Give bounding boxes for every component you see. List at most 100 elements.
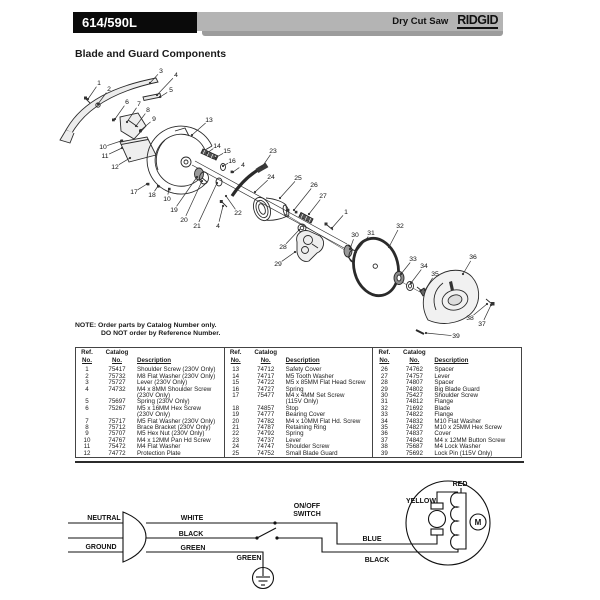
wire-label: WHITE xyxy=(181,515,204,522)
saw-blade xyxy=(352,236,400,298)
page-title: Blade and Guard Components xyxy=(75,48,227,60)
motor-letter: M xyxy=(475,518,482,527)
big-blade-guard-inner xyxy=(154,133,206,187)
motor-m-badge xyxy=(469,513,487,531)
order-note-line1: NOTE: Order parts by Catalog Number only… xyxy=(75,322,217,329)
callout-number: 20 xyxy=(180,217,188,224)
callout-number: 12 xyxy=(111,164,119,171)
diagram-part-shapes xyxy=(59,77,495,335)
callout-number: 22 xyxy=(234,210,242,217)
callout-number: 38 xyxy=(466,315,474,322)
big-blade-guard-outer xyxy=(146,125,213,195)
callout-number: 4 xyxy=(216,223,220,230)
callout-number: 10 xyxy=(163,196,171,203)
callout-number: 34 xyxy=(420,263,428,270)
wire-label: BLACK xyxy=(179,531,204,538)
plug xyxy=(122,511,147,563)
model-number-banner: 614/590L xyxy=(73,12,197,33)
callout-number: 32 xyxy=(396,223,404,230)
callout-number: 9 xyxy=(152,116,156,123)
motor-coil xyxy=(450,492,460,550)
callout-number: 13 xyxy=(205,117,213,124)
handle-lever xyxy=(65,77,159,134)
callout-number: 36 xyxy=(469,254,477,261)
wire-label: SWITCH xyxy=(293,511,321,518)
callout-number: 30 xyxy=(351,232,359,239)
link-bar xyxy=(142,92,162,102)
callout-number: 26 xyxy=(310,182,318,189)
callout-number: 29 xyxy=(274,261,282,268)
callout-number: 27 xyxy=(319,193,327,200)
model-number: 614/590L xyxy=(82,15,137,30)
callout-number: 11 xyxy=(101,153,108,160)
section-divider xyxy=(75,461,524,463)
callout-number: 2 xyxy=(107,86,111,93)
wire-label: BLACK xyxy=(365,557,390,564)
header-bar: Dry Cut Saw RIDGID xyxy=(197,12,503,31)
wire-label: ON/OFF xyxy=(294,503,321,510)
callout-number: 19 xyxy=(170,207,178,214)
wire-label: RED xyxy=(453,481,468,488)
callout-number: 24 xyxy=(267,174,275,181)
callout-number: 33 xyxy=(409,256,417,263)
order-note: NOTE: Order parts by Catalog Number only… xyxy=(75,322,220,338)
callout-number: 37 xyxy=(478,321,486,328)
callout-number: 35 xyxy=(431,271,439,278)
brush-bottom xyxy=(430,528,444,536)
callout-number: 1 xyxy=(97,80,101,87)
callout-number: 6 xyxy=(125,99,129,106)
callout-number: 25 xyxy=(294,175,302,182)
callout-number: 23 xyxy=(269,148,277,155)
protection-plate xyxy=(119,136,157,163)
pivot-bracket xyxy=(296,230,324,262)
callout-number: 28 xyxy=(279,244,287,251)
callout-number: 4 xyxy=(241,162,245,169)
order-note-line2: DO NOT order by Reference Number. xyxy=(101,330,221,338)
